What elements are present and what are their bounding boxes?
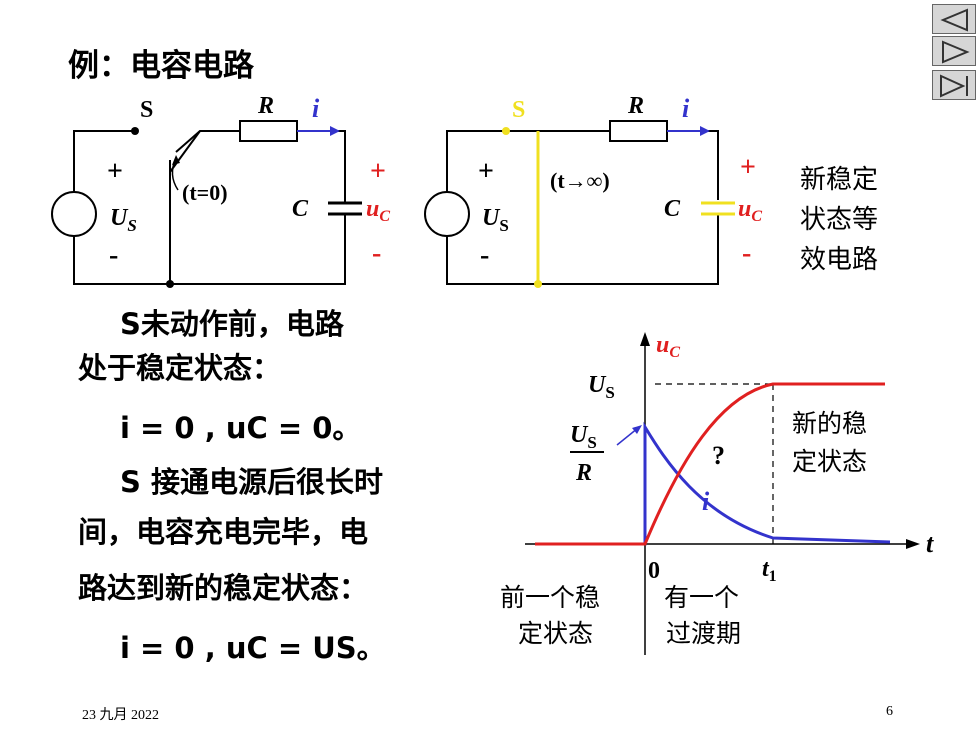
y-axis-label: uC	[656, 332, 680, 361]
current-label: i	[312, 94, 320, 123]
transition-line-1: 有一个	[664, 583, 739, 612]
us-label: US	[588, 372, 615, 402]
uc-plus: +	[370, 156, 386, 187]
text-line-1: S未动作前，电路	[120, 307, 344, 341]
time-label-2: (t→∞)	[550, 168, 610, 193]
nav-prev-button[interactable]	[932, 4, 976, 34]
text-line-4: S 接通电源后很长时	[120, 465, 383, 499]
page-title: 例：电容电路	[68, 48, 254, 84]
source-label-2: US	[482, 205, 509, 235]
current-label-2: i	[682, 94, 690, 123]
text-line-2: 处于稳定状态：	[78, 351, 282, 385]
peak-numerator: US	[570, 422, 597, 452]
resistor-label-2: R	[627, 93, 644, 119]
transition-line-2: 过渡期	[666, 619, 741, 648]
uc-minus-2: -	[742, 238, 751, 269]
uc-label: uC	[366, 196, 390, 225]
source-minus-2: -	[480, 240, 489, 271]
page-number: 6	[886, 704, 893, 719]
source-plus: +	[107, 156, 123, 187]
capacitor-label: C	[292, 196, 309, 222]
question-mark: ?	[712, 441, 725, 470]
resistor-label: R	[257, 93, 274, 119]
new-state-line-2: 定状态	[792, 447, 867, 476]
text-line-3: i = 0 , uC = 0。	[120, 411, 362, 445]
nav-next-button[interactable]	[932, 36, 976, 66]
prev-state-line-1: 前一个稳	[500, 583, 600, 612]
footer-date: 23 九月 2022	[82, 708, 159, 723]
new-state-line-1: 新的稳	[792, 409, 867, 438]
time-label: (t=0)	[182, 180, 228, 205]
uc-minus: -	[372, 238, 381, 269]
source-minus: -	[109, 240, 118, 271]
circuit-diagram-1: S R i + - US (t=0) C + uC -	[51, 93, 390, 288]
source-plus-2: +	[478, 156, 494, 187]
side-note: 新稳定 状态等 效电路	[800, 165, 879, 275]
source-label: US	[110, 205, 137, 235]
t1-label: t1	[762, 556, 777, 585]
text-line-5: 间，电容充电完毕，电	[78, 515, 369, 549]
uc-label-2: uC	[738, 196, 762, 225]
transient-graph: uC US US R ? i t 0 t1 新的稳 定状态 前一个稳 定状态 有…	[500, 332, 934, 655]
nav-end-button[interactable]	[932, 70, 976, 100]
i-curve-label: i	[702, 487, 710, 516]
prev-state-line-2: 定状态	[518, 619, 593, 648]
uc-plus-2: +	[740, 152, 756, 183]
capacitor-label-2: C	[664, 196, 681, 222]
t-axis-label: t	[926, 529, 934, 558]
circuit-diagram-2: S R i + - US (t→∞) C + uC -	[424, 93, 762, 288]
triangle-left-icon	[940, 8, 968, 32]
text-line-6: 路达到新的稳定状态：	[78, 571, 369, 605]
peak-denominator: R	[575, 460, 592, 486]
text-line-7: i = 0 , uC = US。	[120, 631, 386, 665]
switch-label-2: S	[512, 97, 525, 123]
triangle-end-icon	[940, 74, 968, 98]
origin-label: 0	[648, 558, 660, 584]
triangle-right-icon	[942, 40, 970, 64]
switch-label: S	[140, 97, 153, 123]
